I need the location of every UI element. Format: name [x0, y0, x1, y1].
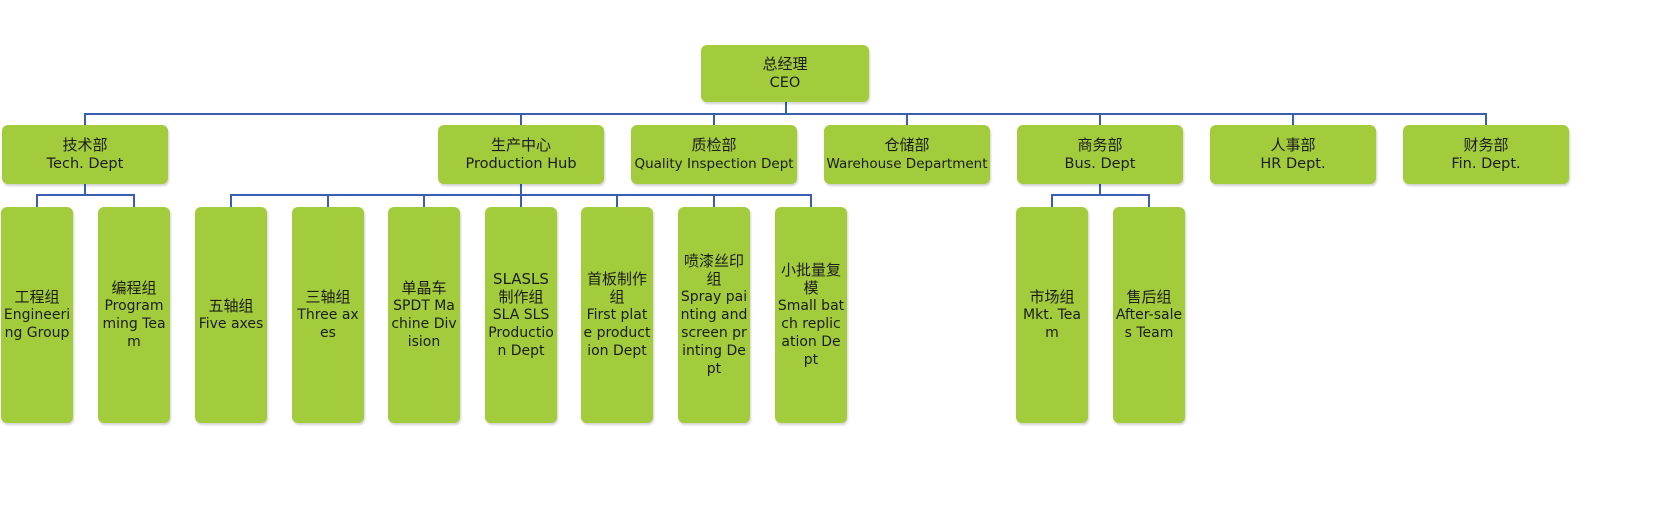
node-team-after-sales-en: After-sales Team — [1115, 307, 1183, 341]
connector-dept-warehouse — [906, 113, 908, 125]
node-team-engineering-zh: 工程组 — [14, 288, 60, 306]
node-team-spdt-en: SPDT Machine Division — [391, 298, 457, 350]
node-dept-tech-en: Tech. Dept — [46, 156, 124, 172]
node-team-engineering-en: Engineering Group — [3, 307, 71, 341]
node-dept-finance: 财务部 Fin. Dept. — [1403, 125, 1569, 184]
node-team-slasls: SLASLS制作组 SLA SLS Production Dept — [485, 207, 557, 423]
connector-ceo-down — [785, 102, 787, 114]
node-team-three-axes: 三轴组 Three axes — [292, 207, 364, 423]
node-team-five-axes-zh: 五轴组 — [208, 297, 254, 315]
node-team-after-sales: 售后组 After-sales Team — [1113, 207, 1185, 423]
node-dept-quality-zh: 质检部 — [691, 136, 737, 154]
node-team-small-batch: 小批量复模 Small batch replication Dept — [775, 207, 847, 423]
connector-dept-quality — [713, 113, 715, 125]
node-dept-business-en: Bus. Dept — [1064, 156, 1136, 172]
connector-team-marketing — [1051, 194, 1053, 207]
node-dept-finance-zh: 财务部 — [1463, 136, 1509, 154]
node-dept-production-en: Production Hub — [465, 156, 577, 172]
node-dept-warehouse-zh: 仓储部 — [884, 136, 930, 154]
connector-dept-tech — [84, 113, 86, 125]
connector-dept-business — [1099, 113, 1101, 125]
node-dept-warehouse-en: Warehouse Department — [826, 156, 988, 172]
node-team-slasls-en: SLA SLS Production Dept — [488, 307, 554, 359]
node-dept-tech-zh: 技术部 — [62, 136, 108, 154]
connector-team-after-sales — [1148, 194, 1150, 207]
connector-team-first-plate — [616, 194, 618, 207]
node-team-slasls-zh: SLASLS制作组 — [493, 270, 549, 306]
node-team-first-plate-en: First plate production Dept — [583, 307, 651, 359]
node-dept-business: 商务部 Bus. Dept — [1017, 125, 1183, 184]
connector-tech-down — [84, 184, 86, 195]
connector-team-small-batch — [810, 194, 812, 207]
connector-team-engineering — [36, 194, 38, 207]
node-dept-production-zh: 生产中心 — [490, 136, 551, 154]
node-team-spray-en: Spray painting and screen printing Dept — [680, 289, 748, 377]
node-team-first-plate-zh: 首板制作组 — [586, 270, 647, 306]
node-team-spray-zh: 喷漆丝印组 — [683, 252, 744, 288]
connector-dept-production — [520, 113, 522, 125]
connector-dept-hr — [1292, 113, 1294, 125]
connector-tech-bus — [36, 194, 135, 196]
node-team-spdt: 单晶车 SPDT Machine Division — [388, 207, 460, 423]
node-dept-business-zh: 商务部 — [1077, 136, 1123, 154]
node-team-programming-en: Programming Team — [102, 298, 166, 350]
connector-business-bus — [1051, 194, 1150, 196]
node-team-three-axes-en: Three axes — [297, 307, 359, 341]
node-dept-hr: 人事部 HR Dept. — [1210, 125, 1376, 184]
node-ceo-en: CEO — [769, 75, 801, 91]
node-team-programming-zh: 编程组 — [111, 279, 157, 297]
connector-production-down — [520, 184, 522, 195]
node-dept-quality: 质检部 Quality Inspection Dept — [631, 125, 797, 184]
node-dept-hr-zh: 人事部 — [1270, 136, 1316, 154]
node-team-five-axes: 五轴组 Five axes — [195, 207, 267, 423]
connector-team-three-axes — [327, 194, 329, 207]
node-dept-tech: 技术部 Tech. Dept — [2, 125, 168, 184]
node-team-marketing-zh: 市场组 — [1029, 288, 1075, 306]
node-dept-finance-en: Fin. Dept. — [1451, 156, 1521, 172]
connector-ceo-bus — [84, 113, 1487, 115]
node-team-after-sales-zh: 售后组 — [1126, 288, 1172, 306]
node-team-marketing-en: Mkt. Team — [1023, 307, 1081, 341]
node-team-spray: 喷漆丝印组 Spray painting and screen printing… — [678, 207, 750, 423]
node-ceo-zh: 总经理 — [762, 55, 808, 73]
node-team-programming: 编程组 Programming Team — [98, 207, 170, 423]
node-dept-warehouse: 仓储部 Warehouse Department — [824, 125, 990, 184]
node-ceo: 总经理 CEO — [701, 45, 869, 102]
node-team-five-axes-en: Five axes — [198, 316, 264, 332]
node-dept-production: 生产中心 Production Hub — [438, 125, 604, 184]
node-team-spdt-zh: 单晶车 — [401, 279, 447, 297]
connector-team-programming — [133, 194, 135, 207]
node-team-engineering: 工程组 Engineering Group — [1, 207, 73, 423]
connector-team-spray — [713, 194, 715, 207]
connector-business-down — [1099, 184, 1101, 195]
node-team-small-batch-en: Small batch replication Dept — [777, 298, 845, 368]
connector-team-slasls — [520, 194, 522, 207]
node-team-marketing: 市场组 Mkt. Team — [1016, 207, 1088, 423]
node-team-small-batch-zh: 小批量复模 — [780, 261, 841, 297]
node-team-first-plate: 首板制作组 First plate production Dept — [581, 207, 653, 423]
node-dept-hr-en: HR Dept. — [1260, 156, 1326, 172]
node-team-three-axes-zh: 三轴组 — [305, 288, 351, 306]
connector-team-spdt — [423, 194, 425, 207]
connector-dept-finance — [1485, 113, 1487, 125]
node-dept-quality-en: Quality Inspection Dept — [634, 156, 794, 172]
connector-team-five-axes — [230, 194, 232, 207]
